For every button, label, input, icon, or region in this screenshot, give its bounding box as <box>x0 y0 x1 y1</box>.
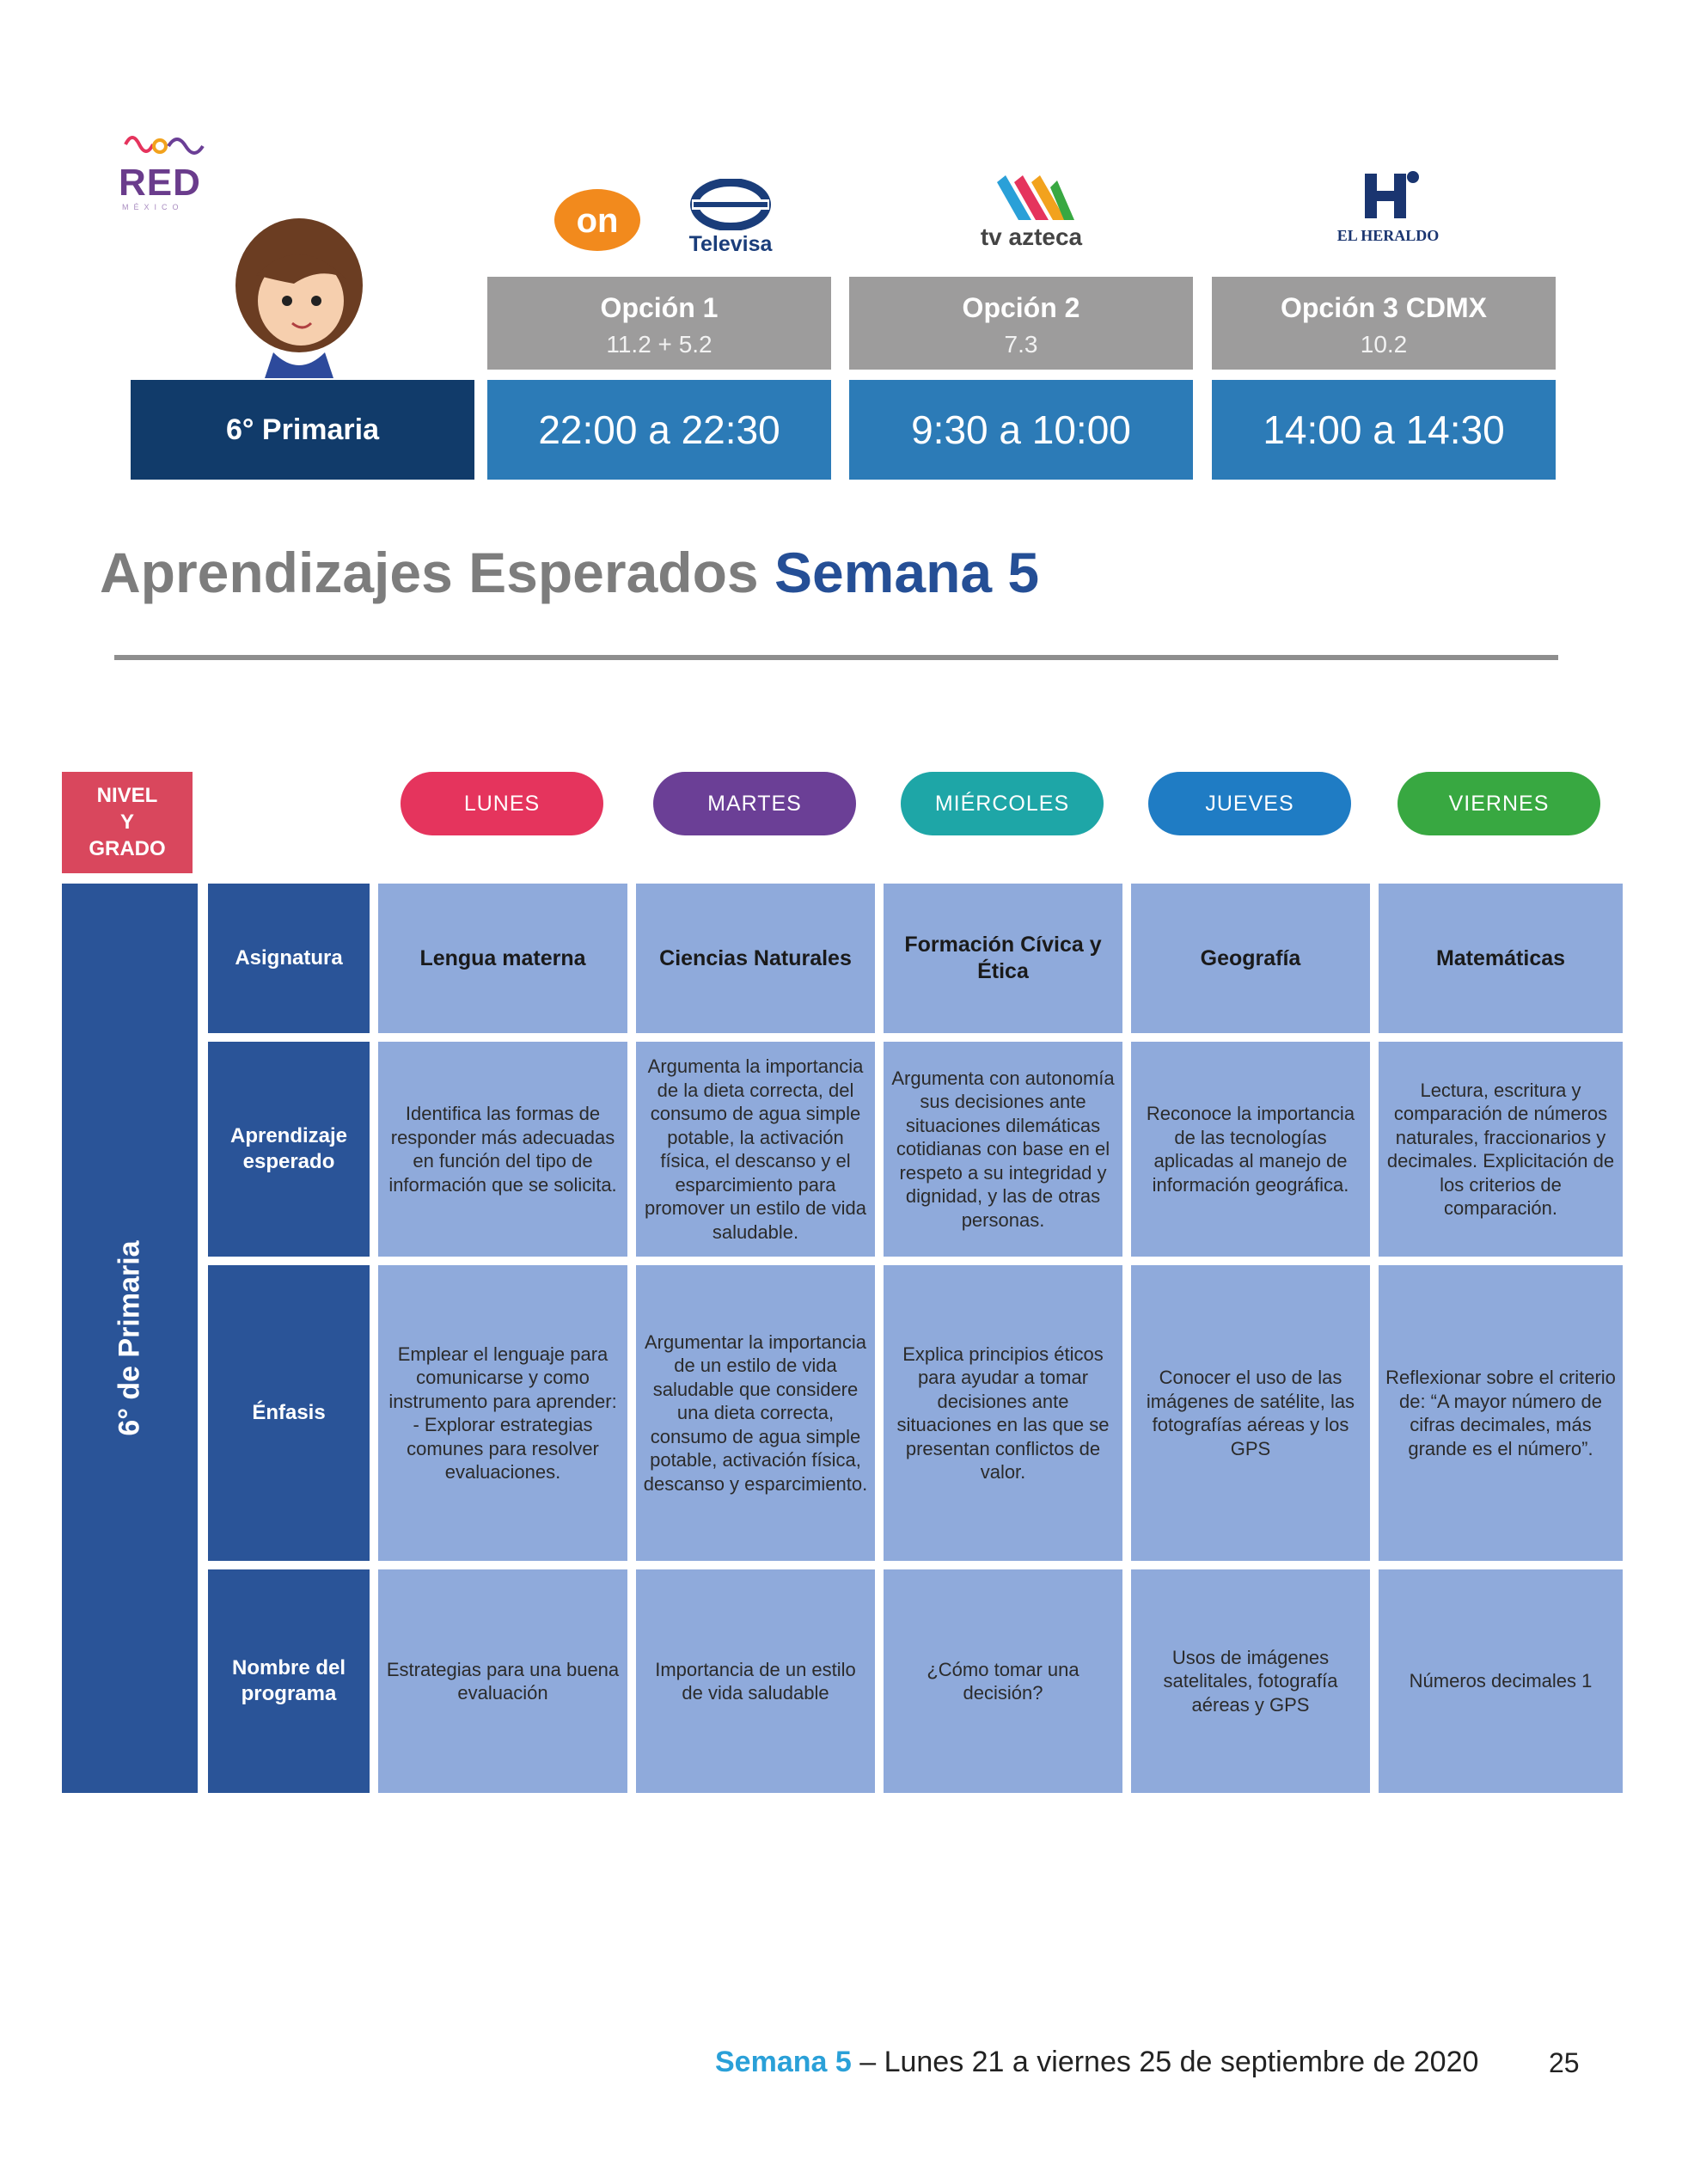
girl-character-icon <box>235 218 363 378</box>
enfasis-cell: Explica principios éticos para ayudar a … <box>884 1265 1122 1561</box>
heading-main: Aprendizajes Esperados <box>100 541 774 604</box>
option-3-header: Opción 3 CDMX 10.2 <box>1212 277 1556 370</box>
televisa-logo: Televisa <box>683 178 778 258</box>
nivel-line: GRADO <box>89 837 166 860</box>
girl-illustration <box>230 215 368 378</box>
red-logo-text: RED <box>119 162 201 204</box>
option-channel: 11.2 + 5.2 <box>606 331 713 358</box>
televisa-logo-text: Televisa <box>688 232 773 256</box>
el-heraldo-logo: EL HERALDO <box>1324 168 1453 251</box>
subject-cell: Lengua materna <box>378 884 627 1033</box>
day-pill-miercoles: MIÉRCOLES <box>901 772 1104 835</box>
option-3-time: 14:00 a 14:30 <box>1212 380 1556 480</box>
tvazteca-logo-text: tv azteca <box>980 223 1083 250</box>
programa-cell: Estrategias para una buena evaluación <box>378 1569 627 1793</box>
aprendizaje-cell: Argumenta la importancia de la dieta cor… <box>636 1042 875 1257</box>
red-logo-subtext: MÉXICO <box>122 203 184 211</box>
footer-dates: – Lunes 21 a viernes 25 de septiembre de… <box>851 2046 1479 2078</box>
grade-side-label: 6° de Primaria <box>62 884 198 1793</box>
footer-text: Semana 5 – Lunes 21 a viernes 25 de sept… <box>715 2046 1478 2079</box>
enfasis-cell: Reflexionar sobre el criterio de: “A may… <box>1379 1265 1623 1561</box>
svg-text:on: on <box>577 202 619 240</box>
once-ninos-logo: on <box>550 179 645 256</box>
enfasis-cell: Argumentar la importancia de un estilo d… <box>636 1265 875 1561</box>
heraldo-h-icon <box>1365 171 1419 218</box>
red-logo-mark-icon <box>124 136 205 155</box>
option-1-time: 22:00 a 22:30 <box>487 380 831 480</box>
row-header-asignatura: Asignatura <box>208 884 370 1033</box>
row-header-aprendizaje: Aprendizaje esperado <box>208 1042 370 1257</box>
divider <box>114 655 1558 660</box>
level-label: 6° Primaria <box>131 380 474 480</box>
grade-text: 6° de Primaria <box>113 1240 146 1436</box>
row-header-programa: Nombre del programa <box>208 1569 370 1793</box>
nivel-line: Y <box>119 811 134 834</box>
option-channel: 7.3 <box>1004 331 1038 358</box>
heading-highlight: Semana 5 <box>774 541 1040 604</box>
day-pill-martes: MARTES <box>653 772 856 835</box>
day-pill-jueves: JUEVES <box>1148 772 1351 835</box>
page-number: 25 <box>1549 2047 1580 2078</box>
programa-cell: Usos de imágenes satelitales, fotografía… <box>1131 1569 1370 1793</box>
subject-cell: Matemáticas <box>1379 884 1623 1033</box>
enfasis-cell: Emplear el lenguaje para comunicarse y c… <box>378 1265 627 1561</box>
option-1-header: Opción 1 11.2 + 5.2 <box>487 277 831 370</box>
aprendizaje-cell: Lectura, escritura y comparación de núme… <box>1379 1042 1623 1257</box>
aprendizaje-cell: Argumenta con autonomía sus decisiones a… <box>884 1042 1122 1257</box>
option-2-header: Opción 2 7.3 <box>849 277 1193 370</box>
row-header-enfasis: Énfasis <box>208 1265 370 1561</box>
subject-cell: Ciencias Naturales <box>636 884 875 1033</box>
aprendizaje-cell: Identifica las formas de responder más a… <box>378 1042 627 1257</box>
programa-cell: ¿Cómo tomar una decisión? <box>884 1569 1122 1793</box>
page-heading: Aprendizajes Esperados Semana 5 <box>100 540 1039 605</box>
nivel-grado-label: NIVEL Y GRADO <box>62 772 193 873</box>
day-pill-viernes: VIERNES <box>1397 772 1600 835</box>
tvazteca-mark-icon <box>997 175 1074 220</box>
option-title: Opción 1 <box>600 292 719 323</box>
option-title: Opción 3 CDMX <box>1280 292 1487 323</box>
option-channel: 10.2 <box>1360 331 1408 358</box>
aprendizaje-cell: Reconoce la importancia de las tecnologí… <box>1131 1042 1370 1257</box>
red-mexico-logo: RED MÉXICO <box>119 127 205 213</box>
televisa-eye-icon <box>690 178 771 231</box>
once-logo-mark-icon: on <box>554 189 640 251</box>
programa-cell: Números decimales 1 <box>1379 1569 1623 1793</box>
heraldo-logo-text: EL HERALDO <box>1336 227 1440 244</box>
programa-cell: Importancia de un estilo de vida saludab… <box>636 1569 875 1793</box>
tvazteca-logo: tv azteca <box>971 172 1092 254</box>
nivel-line: NIVEL <box>96 784 158 807</box>
day-pill-lunes: LUNES <box>401 772 603 835</box>
footer-week: Semana 5 <box>715 2046 852 2078</box>
subject-cell: Geografía <box>1131 884 1370 1033</box>
enfasis-cell: Conocer el uso de las imágenes de satéli… <box>1131 1265 1370 1561</box>
option-title: Opción 2 <box>962 292 1080 323</box>
option-2-time: 9:30 a 10:00 <box>849 380 1193 480</box>
subject-cell: Formación Cívica y Ética <box>884 884 1122 1033</box>
